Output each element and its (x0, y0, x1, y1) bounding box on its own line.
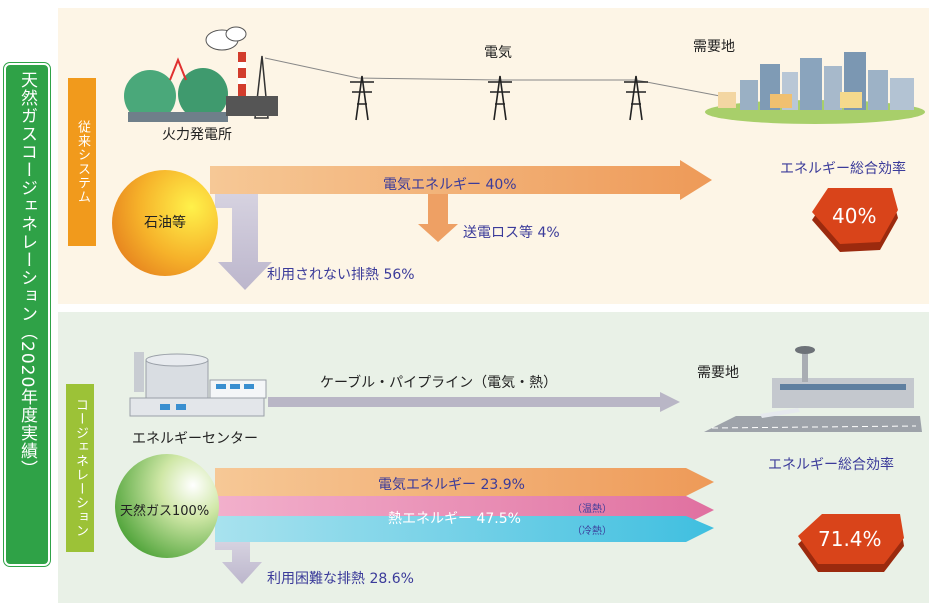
energy-center-label: エネルギーセンター (132, 431, 258, 447)
electric-energy-label: 電気エネルギー 40% (383, 177, 517, 193)
transmission-tower-icon (488, 75, 512, 121)
efficiency-value: 40% (832, 204, 877, 228)
cold-heat-label: （冷熱） (572, 526, 612, 537)
side-title-text: 天然ガスコージェネレーション（2020年度実績） (17, 71, 37, 479)
waste-heat-label: 利用されない排熱 56% (267, 267, 415, 283)
efficiency-71-shape (798, 514, 904, 572)
efficiency-label: エネルギー総合効率 (780, 161, 906, 177)
natural-gas-fuel-circle (115, 454, 219, 558)
waste-heat-arrow (215, 194, 272, 290)
side-title-banner: 天然ガスコージェネレーション（2020年度実績） (4, 63, 50, 566)
efficiency-label: エネルギー総合効率 (768, 457, 894, 473)
conventional-system-tag: 従来システム (68, 78, 96, 246)
natural-gas-fuel-label: 天然ガス100% (120, 504, 210, 519)
power-plant-label: 火力発電所 (162, 127, 232, 143)
demand-area-label: 需要地 (697, 365, 739, 381)
oil-fuel-circle (112, 170, 218, 276)
cogeneration-tag: コージェネレーション (66, 384, 94, 552)
efficiency-value: 71.4% (818, 527, 882, 551)
transmission-loss-arrow (418, 194, 458, 242)
transmission-tower-icon (624, 75, 648, 121)
energy-center-icon (129, 352, 267, 417)
waste-heat-arrow (215, 542, 262, 584)
pipeline-label: ケーブル・パイプライン（電気・熱） (320, 375, 558, 391)
demand-area-label: 需要地 (693, 39, 735, 55)
pipeline-arrow (268, 392, 680, 412)
city-icon (705, 52, 925, 124)
cold-energy-arrow (215, 516, 714, 542)
power-plant-icon (124, 26, 278, 122)
oil-fuel-label: 石油等 (144, 215, 186, 231)
airport-icon (704, 346, 922, 432)
electricity-label: 電気 (484, 45, 512, 61)
electric-energy-arrow (210, 160, 712, 200)
efficiency-40-shape (812, 188, 898, 252)
hot-heat-label: （温熱） (572, 504, 612, 515)
waste-heat-label: 利用困難な排熱 28.6% (267, 571, 414, 587)
transmission-loss-label: 送電ロス等 4% (463, 225, 560, 241)
electric-energy-label: 電気エネルギー 23.9% (378, 477, 525, 493)
heat-energy-label: 熱エネルギー 47.5% (388, 511, 521, 527)
electric-energy-arrow (215, 468, 714, 496)
transmission-tower-icon (350, 75, 374, 121)
